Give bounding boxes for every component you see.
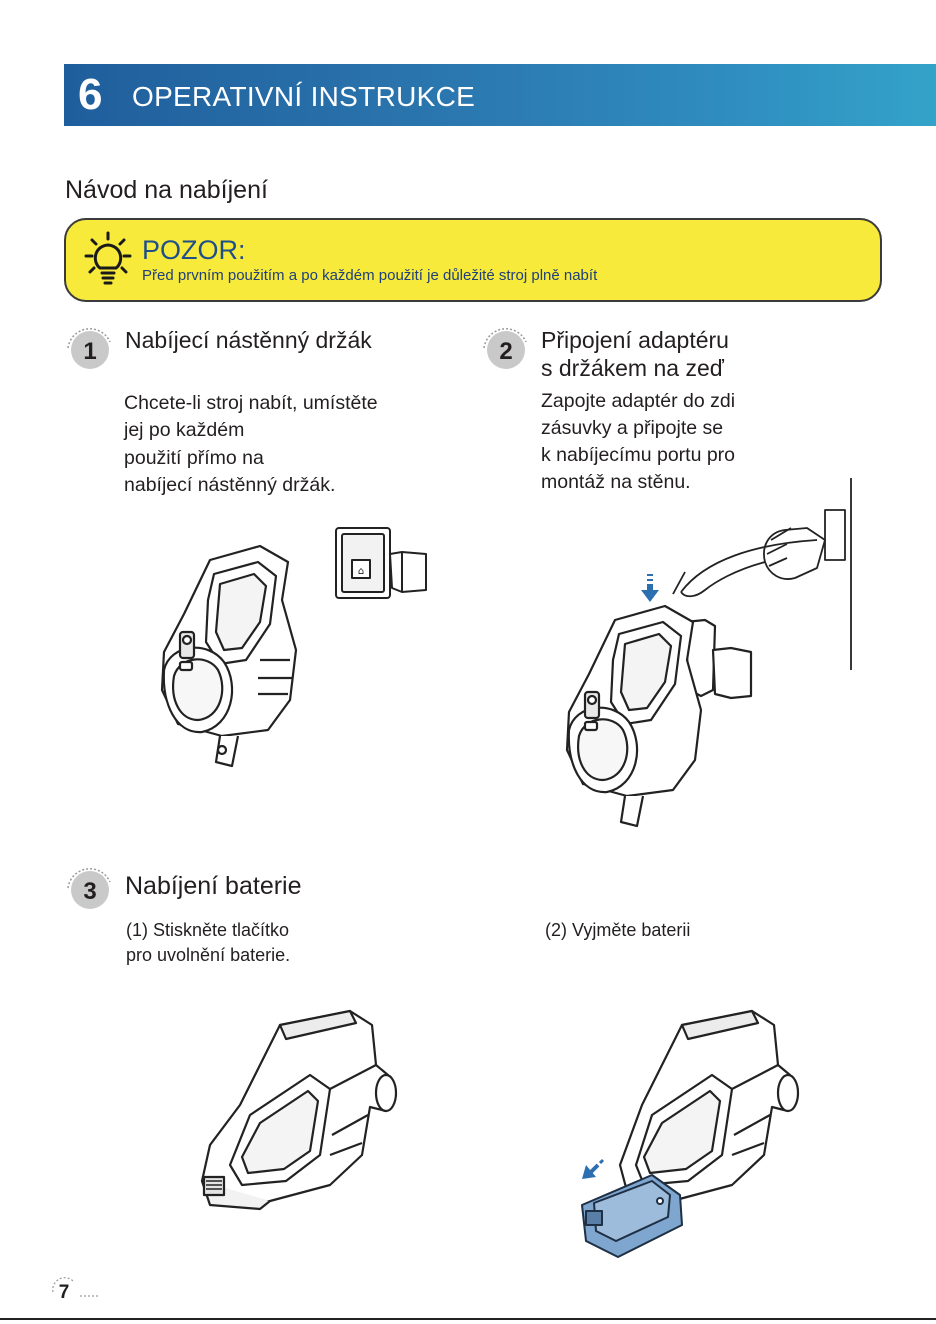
step-1-text-line: nabíjecí nástěnný držák. [124,474,336,496]
step-1-badge: 1 [67,328,111,369]
section-number: 6 [78,70,103,119]
warning-box [64,218,882,302]
wall-holder-illustration: ⌂ [335,527,427,599]
down-arrow-icon [641,574,659,602]
step-3-sub-1-line: (1) Stiskněte tlačítko [126,920,290,940]
step-1-text-line: použití přímo na [124,447,264,469]
step-1-heading: Nabíjecí nástěnný držák [125,327,372,353]
adapter-wall-mount-illustration [565,478,852,828]
pull-arrow-icon [582,1158,605,1179]
svg-text:⌂: ⌂ [358,566,364,577]
battery-removed-illustration [581,1009,800,1258]
lightbulb-icon [84,231,132,285]
step-1-number: 1 [83,338,96,365]
bottom-rule [0,1318,936,1320]
battery-pack [581,1174,683,1258]
step-2-number: 2 [499,338,512,365]
page-number: 7 [59,1282,70,1303]
step-1-text-line: jej po každém [124,419,245,441]
page-subtitle: Návod na nabíjení [65,176,268,204]
step-2-heading-line: s držákem na zeď [541,355,724,381]
step-3-number: 3 [83,878,96,905]
page-number-badge: 7 [52,1277,100,1303]
battery-release-illustration [200,1009,398,1211]
section-title: OPERATIVNÍ INSTRUKCE [132,81,476,112]
vacuum-handle-illustration [160,544,298,768]
step-2-text-line: Zapojte adaptér do zdi [541,390,736,412]
step-1-text-line: Chcete-li stroj nabít, umístěte [124,392,378,414]
step-2-text-line: zásuvky a připojte se [541,417,724,439]
step-3-sub-2-line: (2) Vyjměte baterii [545,920,691,940]
warning-text: Před prvním použitím a po každém použití… [142,267,598,284]
section-header-bar [64,64,936,126]
warning-title: POZOR: [142,235,246,265]
step-3-sub-1-line: pro uvolnění baterie. [126,945,291,965]
step-2-text-line: k nabíjecímu portu pro [541,444,736,466]
step-3-badge: 3 [67,868,111,909]
step-2-text-line: montáž na stěnu. [541,471,691,493]
step-2-badge: 2 [483,328,527,369]
step-2-heading-line: Připojení adaptéru [541,327,729,353]
step-3-heading: Nabíjení baterie [125,872,302,900]
